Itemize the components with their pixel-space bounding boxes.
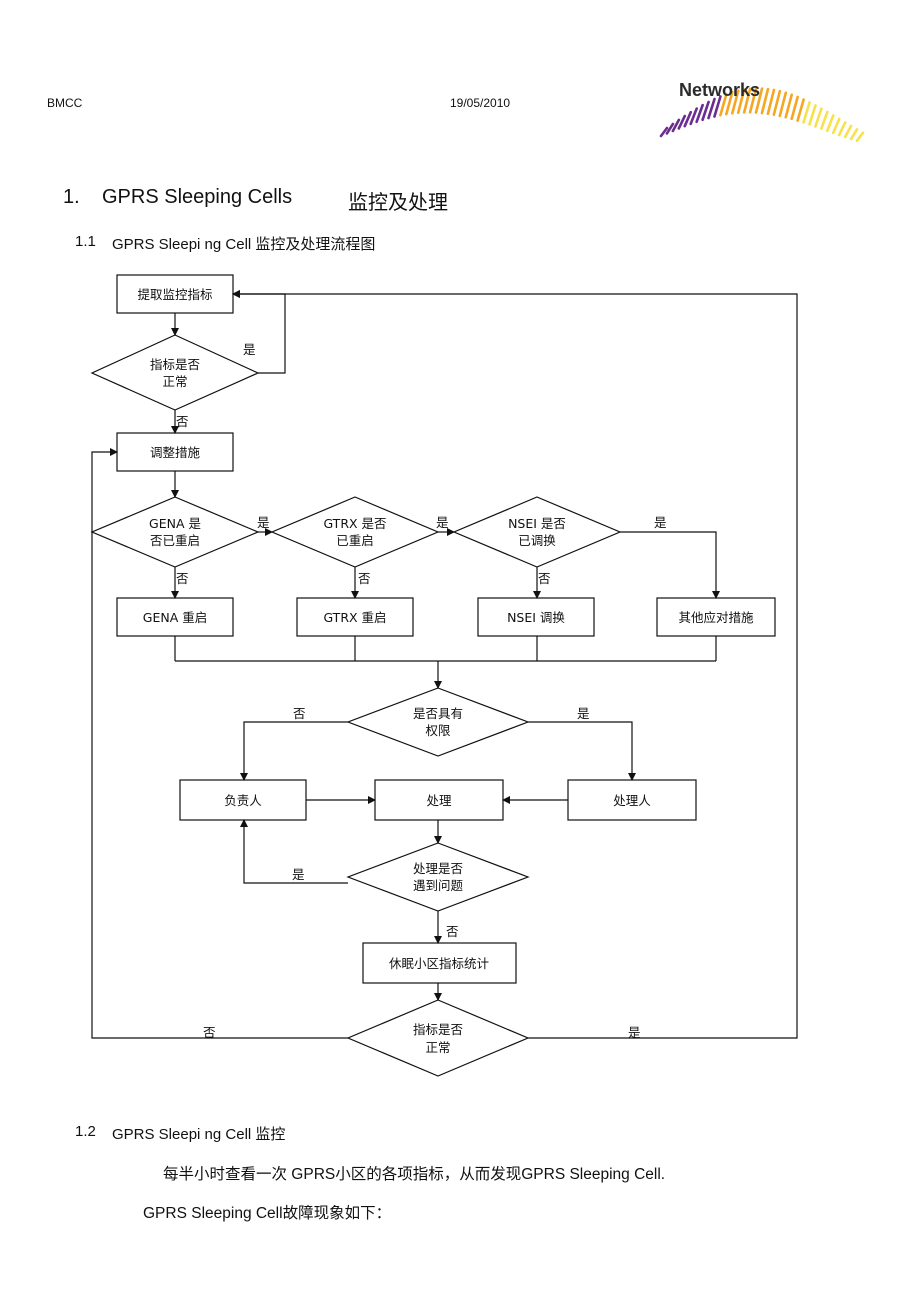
logo-text: Networks: [679, 80, 761, 100]
diamond-gena-restarted: [90, 496, 260, 568]
paragraph-symptoms-intro: GPRS Sleeping Cell故障现象如下：: [143, 1205, 392, 1222]
logo-stripe: [701, 100, 710, 122]
logo-stripe: [808, 104, 817, 126]
label-nsei-line1: NSEI 是否: [508, 516, 566, 531]
logo-stripe: [665, 122, 675, 135]
label-gena-restart: GENA 重启: [143, 610, 207, 625]
logo-stripe: [713, 95, 722, 118]
section-1-1-number: 1.1: [75, 233, 96, 250]
logo-stripe: [820, 110, 829, 130]
label-check2-line2: 正常: [425, 1040, 450, 1055]
logo-stripe: [760, 87, 770, 115]
diamond-check-indicator-1: [90, 334, 260, 411]
edge-label-yes-permission: 是: [577, 706, 590, 721]
logo-stripe: [671, 118, 681, 133]
wave-logo-graphic: [659, 87, 865, 143]
label-problem-line2: 遇到问题: [413, 878, 464, 893]
edge-label-yes-nsei: 是: [654, 515, 667, 530]
logo-stripe: [725, 90, 734, 116]
label-adjust-measures: 调整措施: [150, 445, 201, 460]
edge-label-no-check1: 否: [176, 414, 189, 429]
logo-stripe: [719, 92, 728, 117]
edge-label-no-nsei: 否: [538, 571, 551, 586]
label-gtrx-restart: GTRX 重启: [323, 610, 386, 625]
diamond-gtrx-restarted: [270, 496, 440, 568]
logo-stripe: [843, 124, 853, 139]
logo-stripe: [796, 98, 805, 122]
label-nsei-swap: NSEI 调换: [507, 610, 565, 625]
logo-stripe: [802, 101, 811, 124]
label-owner: 负责人: [224, 793, 262, 808]
logo-stripe: [778, 91, 788, 118]
section-1-title: GPRS Sleeping Cells: [102, 186, 293, 208]
logo-stripe: [677, 114, 687, 130]
edge-label-yes-check1: 是: [243, 342, 256, 357]
section-1-2-title: GPRS Sleepi ng Cell 监控: [112, 1126, 286, 1143]
edge-label-no-gtrx: 否: [358, 571, 371, 586]
label-gtrx-line2: 已重启: [336, 533, 374, 548]
logo-stripe: [831, 117, 841, 135]
label-check1-line2: 正常: [162, 374, 187, 389]
logo-stripe: [683, 110, 693, 128]
section-1-2-number: 1.2: [75, 1123, 96, 1140]
diamond-check-indicator-2: [346, 999, 530, 1077]
edge-label-yes-gtrx: 是: [436, 515, 449, 530]
edge-label-no-check2: 否: [203, 1025, 216, 1040]
logo-stripe: [790, 95, 799, 121]
logo-stripe: [748, 87, 758, 114]
label-extract-indicators: 提取监控指标: [137, 287, 212, 302]
label-permission-line2: 权限: [425, 723, 451, 738]
label-handler: 处理人: [613, 793, 651, 808]
header-org: BMCC: [47, 96, 83, 110]
edge-label-yes-check2: 是: [628, 1025, 641, 1040]
label-nsei-line2: 已调换: [518, 533, 556, 548]
diamond-has-permission: [346, 687, 530, 757]
logo-stripe: [695, 103, 704, 124]
label-sleeping-cell-stats: 休眠小区指标统计: [389, 956, 489, 971]
logo-stripe: [837, 121, 847, 137]
paragraph-monitoring: 每半小时查看一次 GPRS小区的各项指标，从而发现GPRS Sleeping C…: [163, 1166, 666, 1183]
label-gena-line2: 否已重启: [150, 533, 200, 548]
logo-stripe: [849, 128, 859, 141]
logo-stripe: [730, 89, 740, 115]
edge-label-yes-problem: 是: [292, 867, 305, 882]
diamond-nsei-swapped: [452, 496, 622, 568]
logo-stripe: [814, 107, 823, 128]
logo-stripe: [707, 97, 716, 120]
label-check2-line1: 指标是否: [413, 1022, 463, 1037]
label-gena-line1: GENA 是: [149, 516, 201, 531]
label-other-measures: 其他应对措施: [678, 610, 754, 625]
logo-stripe: [742, 87, 752, 114]
section-1-number: 1.: [63, 186, 80, 208]
networks-logo: Networks: [655, 72, 865, 154]
logo-stripe: [754, 87, 764, 114]
label-permission-line1: 是否具有: [413, 706, 463, 721]
edge-label-no-gena: 否: [176, 571, 189, 586]
edge-label-no-permission: 否: [293, 706, 306, 721]
label-gtrx-line1: GTRX 是否: [323, 516, 386, 531]
logo-stripe: [784, 93, 794, 119]
logo-stripe: [689, 107, 698, 126]
label-process: 处理: [426, 793, 452, 808]
logo-stripe: [772, 89, 782, 117]
section-1-1-title: GPRS Sleepi ng Cell 监控及处理流程图: [112, 236, 376, 253]
section-1-title-cn: 监控及处理: [348, 192, 448, 214]
logo-stripe: [736, 88, 746, 115]
label-problem-line1: 处理是否: [413, 861, 463, 876]
logo-stripe: [659, 126, 669, 138]
label-check1-line1: 指标是否: [150, 357, 200, 372]
header-date: 19/05/2010: [450, 96, 511, 110]
diamond-problem-encountered: [346, 842, 530, 912]
edge-label-yes-gena: 是: [257, 515, 270, 530]
logo-stripe: [855, 131, 865, 143]
logo-stripe: [826, 114, 835, 133]
logo-stripe: [766, 88, 776, 116]
edge-label-no-problem: 否: [446, 924, 459, 939]
